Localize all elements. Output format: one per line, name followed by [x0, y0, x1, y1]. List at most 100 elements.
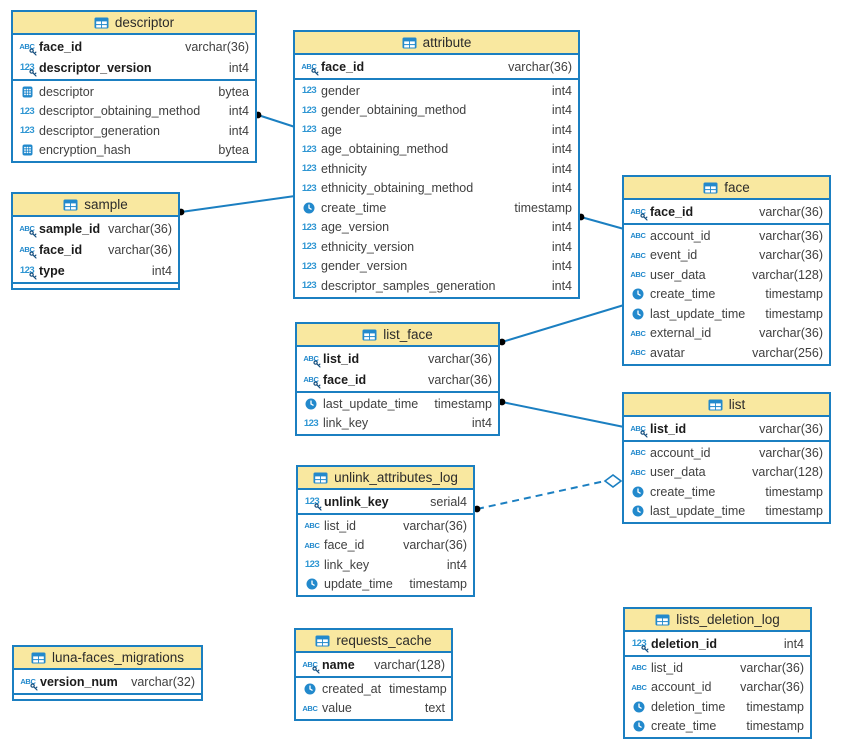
relationship-sample-to-attribute[interactable]: [180, 195, 296, 213]
relationship-descriptor-to-attribute[interactable]: [257, 114, 296, 128]
relationship-unlink_attributes_log-to-list[interactable]: [476, 480, 606, 510]
table-header-list[interactable]: list: [624, 394, 829, 417]
column-type: int4: [228, 104, 249, 119]
table-icon: [362, 329, 377, 340]
table-header-unlink_attributes_log[interactable]: unlink_attributes_log: [298, 467, 473, 490]
varchar-icon: ABC: [630, 448, 646, 458]
table-title: face: [724, 180, 750, 195]
column-name: value: [322, 701, 352, 716]
column-name: name: [322, 657, 355, 672]
table-header-list_face[interactable]: list_face: [297, 324, 498, 347]
column-name: face_id: [650, 204, 694, 219]
table-header-descriptor[interactable]: descriptor: [13, 12, 255, 35]
table-header-requests_cache[interactable]: requests_cache: [296, 630, 451, 653]
column-type: varchar(128): [374, 657, 445, 672]
relationship-attribute-to-face[interactable]: [580, 216, 625, 230]
varchar-icon: ABC: [631, 682, 647, 692]
column-type: int4: [471, 416, 492, 431]
table-header-luna-faces_migrations[interactable]: luna-faces_migrations: [14, 647, 201, 670]
varchar-key-icon: ABC: [300, 654, 320, 675]
table-header-sample[interactable]: sample: [13, 194, 178, 217]
table-header-face[interactable]: face: [624, 177, 829, 200]
column-type: int4: [551, 103, 572, 118]
timestamp-icon-wrap: [299, 198, 319, 218]
column-type: timestamp: [746, 699, 804, 714]
relationship-list_face-to-list[interactable]: [501, 401, 625, 428]
primary-key-icon: [30, 683, 38, 691]
table-header-lists_deletion_log[interactable]: lists_deletion_log: [625, 609, 810, 632]
timestamp-icon: [633, 720, 645, 732]
relationship-list_face-to-face[interactable]: [501, 304, 625, 343]
column-type: varchar(36): [403, 518, 467, 533]
table-header-attribute[interactable]: attribute: [295, 32, 578, 55]
integer-icon: 123: [303, 417, 319, 429]
table-title: attribute: [422, 35, 472, 50]
